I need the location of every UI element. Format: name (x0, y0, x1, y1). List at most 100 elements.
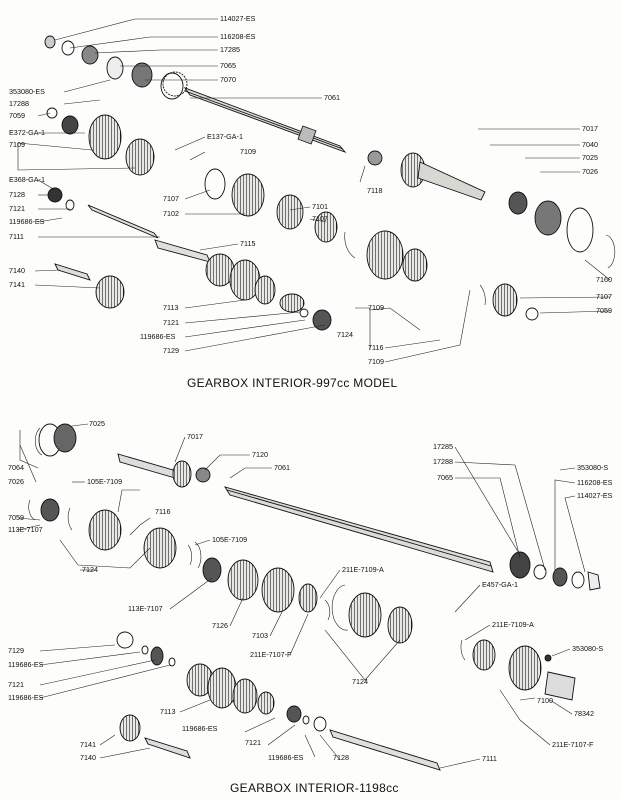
label-7040: 7040 (582, 140, 598, 149)
label-7109-d: 7109 (368, 357, 384, 366)
label-7107: 7107 (163, 194, 179, 203)
label-7140-2: 7140 (80, 753, 96, 762)
label-e137-ga-1: E137-GA-1 (207, 132, 243, 141)
input-shaft-2 (117, 453, 211, 488)
label-211e-7109-a: 211E-7109-A (342, 565, 384, 574)
label-113e-7107-b: 113E-7107 (128, 604, 163, 613)
label-e372-ga-1: E372-GA-1 (9, 128, 45, 137)
label-7061: 7061 (324, 93, 340, 102)
label-7101: 7101 (312, 202, 328, 211)
label-7126: 7126 (212, 621, 228, 630)
label-211e-7107-f: 211E-7107-F (250, 650, 292, 659)
label-7059-2: 7059 (8, 513, 24, 522)
diagram-1198cc: 7025 7017 7120 7061 7064 7026 105E-7109 … (8, 419, 613, 795)
label-353080-s: 353080-S (577, 463, 608, 472)
layshaft-part (47, 187, 211, 263)
label-116208-es: 116208-ES (220, 32, 256, 41)
label-7120: 7120 (252, 450, 268, 459)
label-7065: 7065 (220, 61, 236, 70)
label-7107-c: 7107 (596, 292, 612, 301)
label-17288-2: 17288 (433, 457, 453, 466)
label-353080-es: 353080-ES (9, 87, 45, 96)
label-7140: 7140 (9, 266, 25, 275)
label-7026-2: 7026 (8, 477, 24, 486)
layshaft-2 (119, 714, 441, 771)
label-7059: 7059 (9, 111, 25, 120)
label-7102: 7102 (163, 209, 179, 218)
label-119686-es: 119686-ES (9, 217, 45, 226)
leader-lines-1198 (17, 423, 586, 769)
label-7124-2: 7124 (82, 565, 98, 574)
label-7129: 7129 (163, 346, 179, 355)
leader-lines-997 (17, 18, 611, 363)
label-116208-es-2: 116208-ES (577, 478, 613, 487)
diagram-997cc: 114027-ES 116208-ES 17285 7065 7070 3530… (9, 14, 616, 390)
label-119686-es-3: 119686-ES (8, 693, 44, 702)
label-17285-2: 17285 (433, 442, 453, 451)
label-119686-es-5: 119686-ES (268, 753, 304, 762)
label-7121-b: 7121 (163, 318, 179, 327)
label-105e-7109-b: 105E-7109 (212, 535, 247, 544)
label-17285: 17285 (220, 45, 240, 54)
label-7059-b: 7059 (596, 306, 612, 315)
label-78342: 78342 (574, 709, 594, 718)
caption-1198cc: GEARBOX INTERIOR-1198cc (230, 781, 399, 795)
labels-997: 114027-ES 116208-ES 17285 7065 7070 3530… (9, 14, 612, 390)
input-shaft-part (367, 150, 486, 201)
label-7064: 7064 (8, 463, 24, 472)
label-7113-2: 7113 (160, 707, 175, 716)
label-114027-es-2: 114027-ES (577, 491, 613, 500)
cluster-2 (116, 631, 327, 732)
synchro-right (162, 71, 616, 321)
label-7100: 7100 (537, 696, 553, 705)
label-e457-ga-1: E457-GA-1 (482, 580, 518, 589)
rings-left-2 (34, 423, 77, 457)
label-7017: 7017 (582, 124, 598, 133)
label-7116-2: 7116 (155, 507, 170, 516)
label-7128: 7128 (9, 190, 25, 199)
label-119686-es-4: 119686-ES (182, 724, 218, 733)
label-7141-2: 7141 (80, 740, 96, 749)
label-7118: 7118 (367, 186, 382, 195)
label-7025: 7025 (582, 153, 598, 162)
label-7121-2: 7121 (8, 680, 24, 689)
label-7109-b: 7109 (240, 147, 256, 156)
label-105e-7109: 105E-7109 (87, 477, 122, 486)
synchro-left-2 (28, 498, 202, 569)
label-7107-b: 7107 (312, 214, 328, 223)
label-7116: 7116 (368, 343, 383, 352)
label-114027-es: 114027-ES (220, 14, 256, 23)
label-e368-ga-1: E368-GA-1 (9, 175, 45, 184)
label-7115: 7115 (240, 239, 255, 248)
labels-1198: 7025 7017 7120 7061 7064 7026 105E-7109 … (8, 419, 613, 795)
label-119686-es-b: 119686-ES (140, 332, 176, 341)
label-7160: 7160 (596, 275, 612, 284)
label-7111-2: 7111 (482, 754, 497, 763)
label-7061-2: 7061 (274, 463, 290, 472)
label-7128-2: 7128 (333, 753, 349, 762)
label-7141: 7141 (9, 280, 25, 289)
label-113e-7107: 113E-7107 (8, 525, 43, 534)
label-7121-3: 7121 (245, 738, 261, 747)
small-rings-top (44, 35, 184, 100)
label-7121: 7121 (9, 204, 25, 213)
label-7111: 7111 (9, 232, 24, 241)
label-7113: 7113 (163, 303, 178, 312)
label-7103: 7103 (252, 631, 268, 640)
label-119686-es-2: 119686-ES (8, 660, 44, 669)
label-7026: 7026 (582, 167, 598, 176)
label-7109: 7109 (9, 140, 25, 149)
label-211e-7107-f-b: 211E-7107-F (552, 740, 594, 749)
caption-997cc: GEARBOX INTERIOR-997cc MODEL (187, 376, 397, 390)
label-17288: 17288 (9, 99, 29, 108)
cluster-gear-part (205, 253, 332, 331)
label-211e-7109-a-b: 211E-7109-A (492, 620, 534, 629)
mainshaft-2 (224, 486, 601, 591)
label-7124-3: 7124 (352, 677, 368, 686)
reverse-idler-part (54, 263, 125, 309)
label-7017-2: 7017 (187, 432, 203, 441)
label-7129-2: 7129 (8, 646, 24, 655)
label-353080-s-b: 353080-S (572, 644, 603, 653)
